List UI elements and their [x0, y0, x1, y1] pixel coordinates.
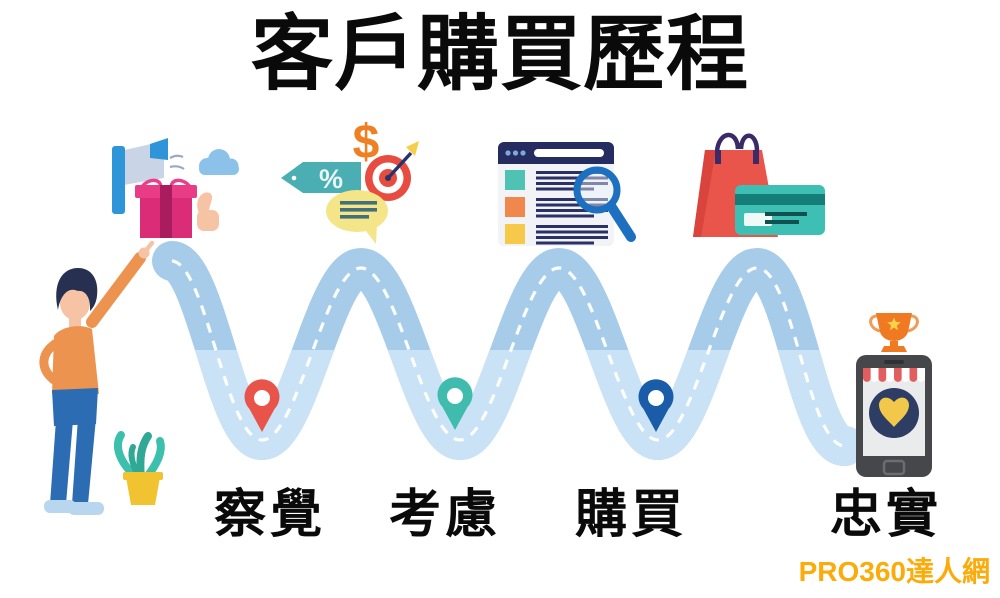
stage-label-loyalty: 忠實: [829, 486, 943, 544]
stage-label-consideration: 考慮: [388, 486, 502, 544]
raised-arm: [86, 252, 146, 328]
percent-glyph: %: [319, 164, 343, 194]
map-pin-consideration-icon: [437, 377, 473, 430]
store-awning: [863, 368, 925, 382]
trophy-icon: [869, 313, 919, 352]
stage-label-awareness: 察覺: [213, 486, 327, 544]
torso: [52, 326, 99, 394]
payment-icon-cluster: [693, 132, 825, 237]
price-tag-icon: %: [281, 162, 361, 194]
speech-bubble-icon: [326, 190, 388, 244]
magnifying-glass-icon: [573, 166, 636, 242]
browser-window-icon: [498, 142, 614, 246]
smartphone-store-icon: [856, 355, 932, 477]
browser-text-lines: [536, 171, 608, 245]
megaphone-icon: [112, 138, 185, 214]
face: [60, 286, 90, 320]
person-illustration: [39, 240, 155, 515]
loyalty-cluster: [856, 313, 932, 477]
hair: [56, 268, 98, 311]
shoes: [44, 500, 104, 515]
road-center-dash-line: [171, 259, 846, 448]
brand-watermark: PRO360達人網: [798, 556, 990, 587]
gift-box-icon: [135, 178, 197, 238]
stage-label-purchase: 購買: [574, 486, 688, 544]
awareness-icon-cluster: [112, 138, 239, 238]
thumbs-up-icon: [197, 192, 219, 231]
consideration-icon-cluster: $ %: [281, 116, 419, 244]
page-title: 客戶購買歷程: [250, 9, 749, 100]
pointing-finger: [141, 240, 155, 256]
purchase-research-icon-cluster: [498, 142, 636, 246]
dart-target-icon: [365, 141, 419, 201]
cloud-icon: [199, 149, 239, 175]
credit-card-icon: [735, 185, 825, 235]
winding-road: [152, 241, 865, 466]
map-pin-awareness-icon: [244, 379, 280, 432]
home-button: [882, 459, 906, 476]
heart-icon: [879, 397, 909, 427]
pants: [50, 388, 98, 504]
map-pin-purchase-icon: [638, 379, 674, 432]
potted-plant-icon: [114, 431, 165, 505]
